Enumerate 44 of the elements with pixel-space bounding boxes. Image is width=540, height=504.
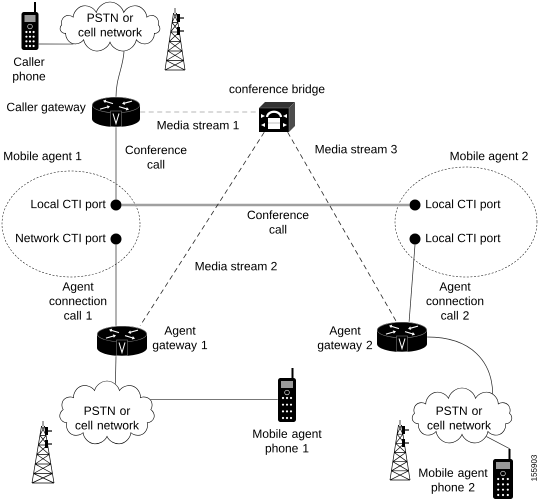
router-icon (92, 97, 140, 127)
connector-line (426, 336, 494, 394)
figure-number: 155903 (531, 455, 537, 481)
connector-line (486, 436, 510, 450)
port-label: Local CTI port (426, 233, 500, 245)
conference-bridge-icon (258, 102, 296, 132)
edge-label: Conference call (244, 209, 312, 235)
icon-caption: conference bridge (229, 84, 324, 96)
port-dot (410, 234, 420, 244)
port-label: Local CTI port (426, 199, 500, 211)
connector-line (116, 50, 124, 98)
cell-phone-icon (493, 449, 513, 499)
edge-label: Media stream 3 (314, 144, 398, 154)
connector-line (115, 356, 116, 384)
connector-line (122, 204, 410, 206)
edge-label: Conference call (122, 144, 190, 170)
edge-label: Media stream 1 (156, 120, 240, 130)
icon-caption: Agent gateway 2 (318, 326, 372, 352)
network-cloud: PSTN or cell network (59, 380, 155, 444)
port-dot (410, 200, 420, 210)
dashed-line (287, 132, 397, 322)
edge-label: Agent connection call 1 (44, 281, 112, 321)
network-cloud: PSTN or cell network (412, 388, 512, 444)
port-label: Local CTI port (31, 199, 106, 211)
group-heading: Mobile agent 1 (4, 151, 82, 163)
port-dot (110, 200, 122, 210)
icon-caption: Mobile agent phone 1 (253, 429, 322, 455)
icon-caption: Mobile agent phone 2 (419, 468, 488, 494)
edge-label: Media stream 2 (194, 260, 278, 272)
network-cloud: PSTN or cell network (60, 2, 160, 52)
cell-phone-icon (22, 2, 38, 50)
router-icon (377, 322, 427, 352)
connector-line (408, 244, 416, 322)
router-icon (97, 326, 147, 356)
port-dot (110, 234, 122, 244)
icon-caption: Caller phone (13, 57, 46, 83)
cell-phone-icon (278, 368, 296, 422)
edge-label: Agent connection call 2 (421, 281, 489, 321)
icon-caption: Agent gateway 1 (152, 326, 208, 352)
dashed-line (140, 132, 265, 326)
connector-line (150, 399, 278, 400)
group-heading: Mobile agent 2 (450, 151, 528, 163)
icon-caption: Caller gateway (7, 102, 86, 114)
port-label: Network CTI port (16, 233, 106, 245)
